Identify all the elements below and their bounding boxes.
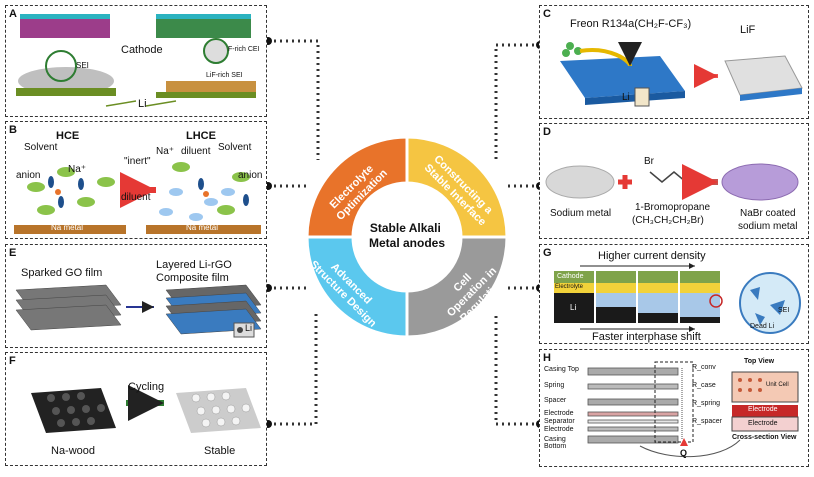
label-higher: Higher current density xyxy=(598,250,706,262)
label-stable: Stable xyxy=(204,445,236,457)
label-separator: Separator xyxy=(544,418,575,425)
label-li: Li xyxy=(622,92,630,103)
connector-h xyxy=(494,312,540,426)
center-ring: Electrolyte Optimization Constructing a … xyxy=(305,135,509,339)
panel-a-illustration xyxy=(16,14,256,107)
label-na-plus-left: Na⁺ xyxy=(68,164,87,175)
label-casing-bottom: Casing Bottom xyxy=(544,436,567,450)
panel-b-illustration xyxy=(14,162,261,234)
label-sei: SEI xyxy=(76,61,89,70)
panel-g: G Higher current density Cathode Electro… xyxy=(539,244,809,344)
panel-tag: D xyxy=(543,126,551,138)
panel-g-illustration xyxy=(554,263,801,334)
segment-interface xyxy=(405,135,509,239)
label-q: Q xyxy=(680,448,688,458)
panel-a: A Cathode SEI F-rich CEI LiF-rich SEI Li xyxy=(5,5,267,117)
label-cross-section: Cross-section View xyxy=(732,434,797,441)
label-r-spacer: R_spacer xyxy=(692,418,722,425)
label-li: Li xyxy=(138,98,147,110)
label-cathode: Cathode xyxy=(557,273,584,280)
label-nabr-line2: sodium metal xyxy=(738,221,798,232)
panel-tag: B xyxy=(9,124,17,136)
label-na-wood: Na-wood xyxy=(51,445,96,457)
label-layered-line2: Composite film xyxy=(156,272,229,284)
label-spacer: Spacer xyxy=(544,397,567,404)
panel-tag: H xyxy=(543,352,551,364)
label-spring: Spring xyxy=(544,382,565,389)
label-anion-left: anion xyxy=(16,170,41,181)
label-cathode: Cathode xyxy=(121,44,163,56)
label-lif: LiF xyxy=(740,24,756,36)
center-title: Stable Alkali Metal anodes xyxy=(369,221,445,250)
label-hce: HCE xyxy=(56,130,80,142)
label-solvent-right: Solvent xyxy=(218,142,252,153)
panel-e-illustration xyxy=(15,284,262,338)
label-r-case: R_case xyxy=(692,382,716,389)
label-na-plus-right: Na⁺ xyxy=(156,146,175,157)
panel-d-illustration xyxy=(545,163,799,201)
label-inert-line2: diluent xyxy=(121,192,151,203)
segment-regulation xyxy=(405,235,509,339)
label-electrode2: Electrode xyxy=(544,426,574,433)
label-electrode-box2: Electrode xyxy=(748,420,778,427)
label-sparked: Sparked GO film xyxy=(21,267,103,279)
label-lhce: LHCE xyxy=(186,130,216,142)
label-faster: Faster interphase shift xyxy=(592,331,701,343)
panel-tag: E xyxy=(9,247,17,259)
panel-d: D Sodium metal Br 1-Bromopropane (CH₃CH₂… xyxy=(539,123,809,239)
label-electrolyte: Electrolyte xyxy=(555,284,584,290)
segment-electrolyte xyxy=(305,135,409,239)
label-br: Br xyxy=(644,156,654,167)
segment-structure xyxy=(305,235,409,339)
label-f-rich-cei: F-rich CEI xyxy=(228,46,260,53)
connector-f xyxy=(268,312,318,426)
panel-b: B HCE LHCE Solvent Na⁺ anion "inert" dil… xyxy=(5,121,267,239)
label-anion-right: anion xyxy=(238,170,263,181)
connector-lines xyxy=(268,39,540,426)
panel-c-illustration xyxy=(560,41,803,107)
label-cycling: Cycling xyxy=(128,381,165,393)
label-sei: SEI xyxy=(778,307,790,314)
label-r-conv: R_conv xyxy=(692,364,716,371)
panel-f: F Cycling Na-wood Stable xyxy=(5,352,267,466)
connector-c xyxy=(494,43,540,160)
label-electrode-box: Electrode xyxy=(748,406,778,413)
label-li: Li xyxy=(570,303,577,312)
panel-f-illustration xyxy=(31,385,261,433)
label-r-spring: R_spring xyxy=(692,400,721,407)
label-nabr-line1: NaBr coated xyxy=(740,208,796,219)
label-bromopropane-line1: 1-Bromopropane xyxy=(635,202,711,213)
panel-e: E Sparked GO film Layered Li-rGO Composi… xyxy=(5,244,267,348)
label-sodium-metal: Sodium metal xyxy=(550,208,612,219)
label-bromopropane-line2: (CH₃CH₂CH₂Br) xyxy=(632,215,704,226)
label-casing-top: Casing Top xyxy=(544,366,579,373)
label-layered-line1: Layered Li-rGO xyxy=(156,259,232,271)
label-dead-li: Dead Li xyxy=(750,323,775,330)
panel-tag: F xyxy=(9,355,16,367)
panel-tag: C xyxy=(543,8,551,20)
label-electrode: Electrode xyxy=(544,410,574,417)
label-diluent: diluent xyxy=(181,146,211,157)
label-li: Li xyxy=(245,323,253,333)
label-unit-cell: Unit Cell xyxy=(766,382,789,388)
label-freon: Freon R134a(CH₂F-CF₃) xyxy=(570,18,692,30)
label-inert-line1: "inert" xyxy=(124,156,151,167)
panel-h: H Casing Top Spring Spacer Electrode Sep… xyxy=(539,349,809,467)
panel-tag: A xyxy=(9,8,17,20)
label-lif-rich-sei: LiF-rich SEI xyxy=(206,72,243,79)
connector-a xyxy=(268,39,320,160)
label-top-view: Top View xyxy=(744,358,775,365)
panel-h-illustration xyxy=(587,361,799,458)
panel-c: C Freon R134a(CH₂F-CF₃) LiF Li xyxy=(539,5,809,119)
label-na-metal-right: Na metal xyxy=(186,223,219,232)
label-na-metal-left: Na metal xyxy=(51,223,84,232)
panel-tag: G xyxy=(543,247,552,259)
label-solvent-left: Solvent xyxy=(24,142,58,153)
